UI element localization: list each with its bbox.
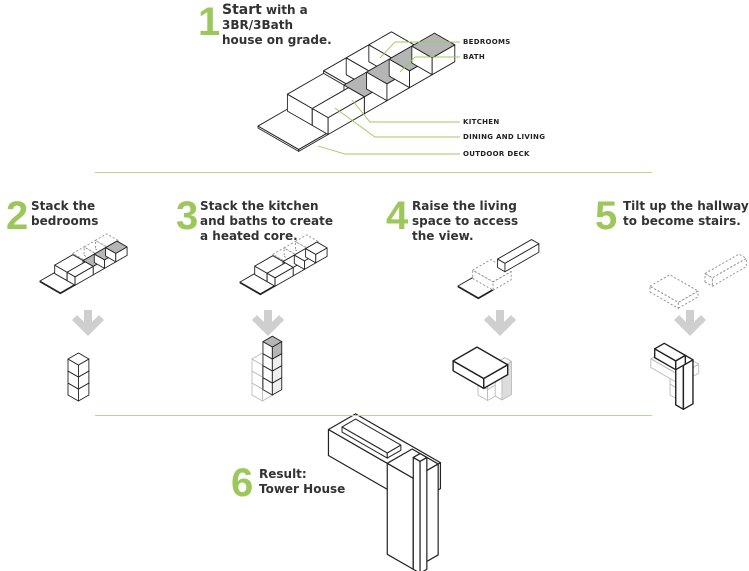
step-5-text: Tilt up the hallway to become stairs. — [623, 199, 749, 229]
down-arrow-icon — [72, 310, 104, 336]
step-4-text: Raise the living space to access the vie… — [412, 199, 518, 244]
step-5-line: Tilt up the hallway — [623, 199, 749, 213]
step-1-text: Start with a 3BR/3Bath house on grade. — [222, 3, 332, 48]
label-dining-living: DINING AND LIVING — [463, 133, 546, 141]
box-top — [653, 342, 687, 362]
step-2-number: 2 — [6, 194, 29, 238]
step-3-line: a heated core. — [200, 229, 298, 243]
step-4-line: the view. — [412, 229, 474, 243]
down-arrow-icon — [674, 310, 706, 336]
result-title: Result: — [259, 467, 307, 481]
step-4-line: space to access — [412, 214, 519, 228]
step-1-line3: house on grade. — [222, 33, 332, 47]
step-6-number: 6 — [231, 461, 254, 505]
down-arrow-icon — [252, 310, 284, 336]
box-top — [649, 274, 699, 303]
box-top — [311, 87, 365, 119]
step-4-number: 4 — [386, 194, 409, 238]
box-front — [419, 456, 428, 571]
leader-line — [334, 107, 460, 138]
label-kitchen: KITCHEN — [463, 118, 500, 126]
step-3-text: Stack the kitchen and baths to create a … — [200, 199, 333, 244]
box-top — [105, 240, 128, 254]
step-3-line: Stack the kitchen — [200, 199, 319, 213]
step-3-line: and baths to create — [200, 214, 333, 228]
divider-bottom — [95, 415, 652, 416]
step-2-text: Stack the bedrooms — [31, 199, 98, 229]
step-1-bold: Start — [222, 2, 262, 18]
result-subtitle: Tower House — [259, 482, 346, 496]
down-arrow-icon — [484, 310, 516, 336]
box-top — [472, 259, 512, 283]
box-side — [386, 462, 414, 570]
box-top — [341, 418, 402, 454]
box-top — [704, 253, 747, 279]
step-4-line: Raise the living — [412, 199, 517, 213]
label-bath: BATH — [463, 53, 486, 61]
box-top — [262, 335, 283, 348]
label-outdoor-deck: OUTDOOR DECK — [463, 150, 530, 158]
box-top — [412, 452, 428, 462]
step-5-line: to become stairs. — [623, 214, 741, 228]
box-front — [682, 359, 694, 410]
box-top — [66, 261, 94, 278]
step-3-number: 3 — [176, 194, 199, 238]
box-top — [305, 241, 328, 255]
step-1-line1: with a — [261, 3, 308, 17]
box-top — [452, 346, 509, 380]
box-top — [94, 233, 119, 248]
step-2-line: Stack the — [31, 199, 96, 213]
box-side — [412, 456, 421, 571]
leader-line — [351, 99, 460, 123]
leader-line — [399, 56, 460, 73]
leader-line — [379, 41, 460, 59]
step-1-number: 1 — [198, 0, 221, 44]
leader-line — [317, 145, 460, 155]
step-5-number: 5 — [595, 194, 618, 238]
step-1-line2: 3BR/3Bath — [222, 18, 293, 32]
box-top — [497, 239, 540, 264]
result-text: Result: Tower House — [259, 467, 345, 497]
box-top — [67, 352, 90, 366]
box-side — [649, 285, 679, 309]
label-bedrooms: BEDROOMS — [463, 38, 511, 46]
box-side — [472, 269, 494, 291]
box-top — [266, 262, 294, 279]
divider-top — [95, 172, 652, 173]
box-top — [411, 32, 456, 59]
step-2-line: bedrooms — [31, 214, 99, 228]
box-front — [711, 257, 747, 287]
